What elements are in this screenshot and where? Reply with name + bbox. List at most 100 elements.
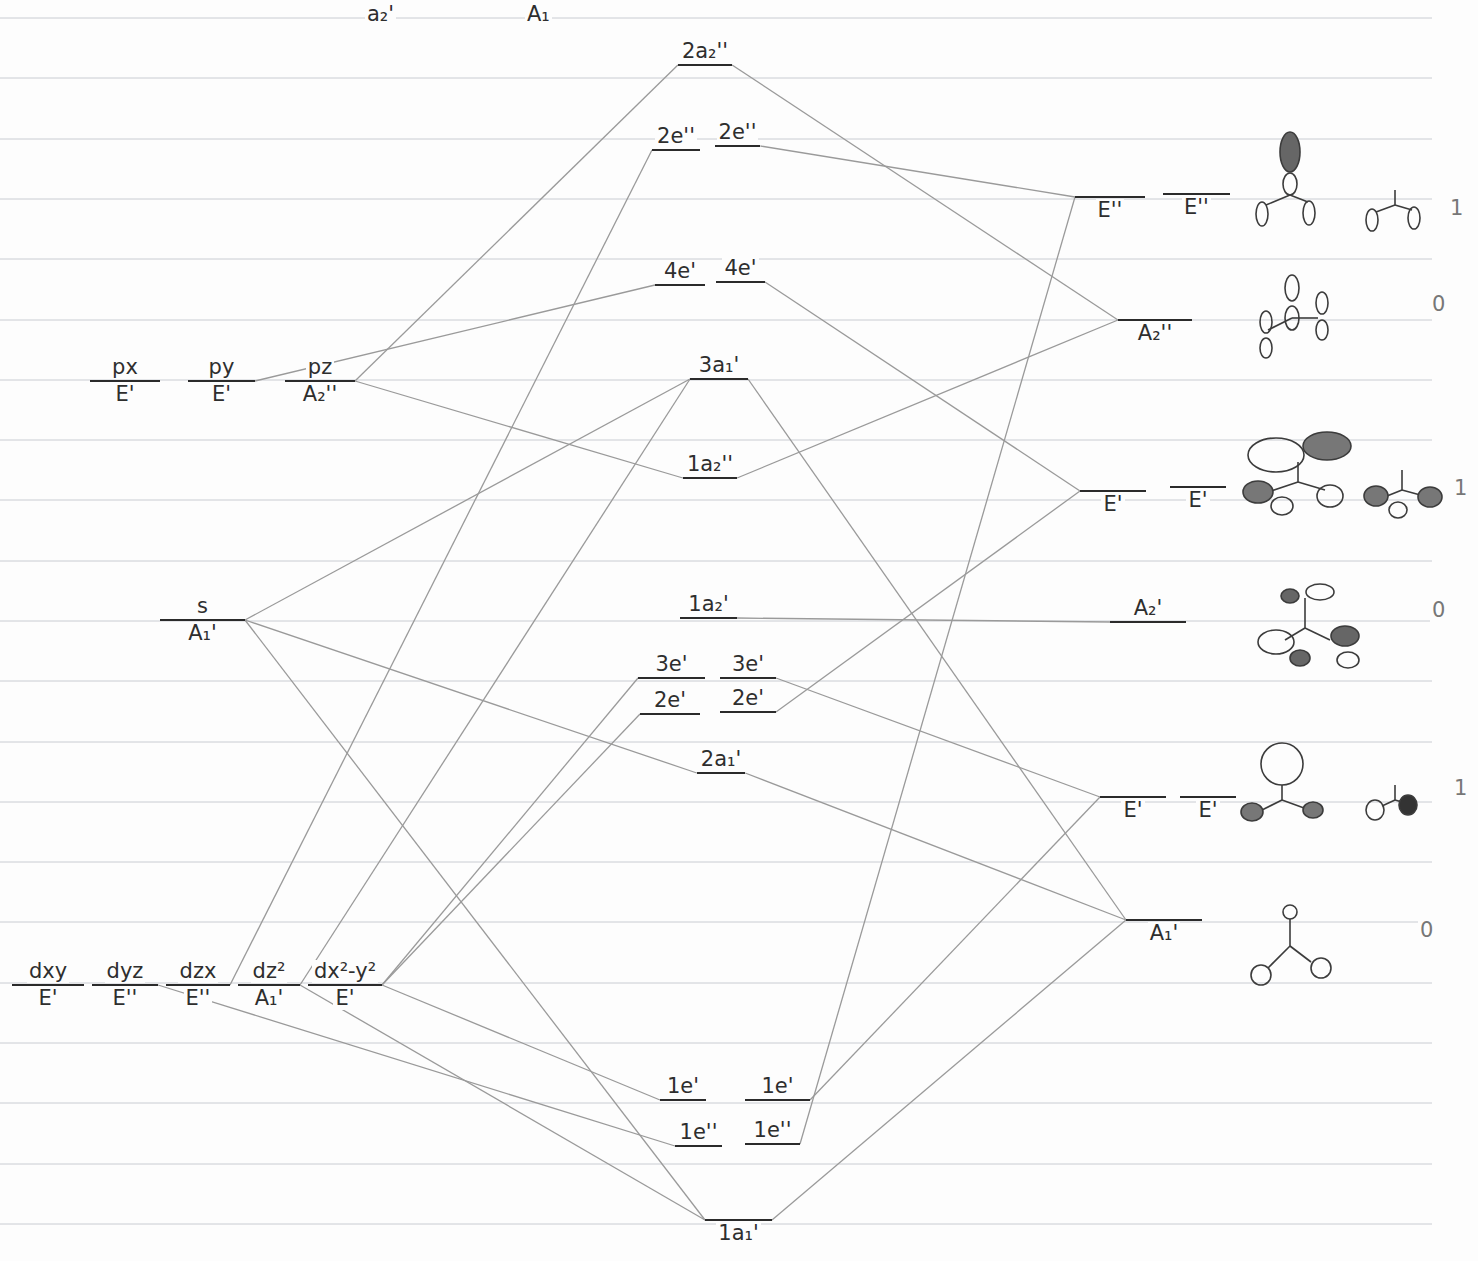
- level-line: [720, 677, 776, 679]
- correlation-line: [737, 320, 1118, 478]
- level-label: 1e': [665, 1075, 701, 1098]
- side-number: 0: [1418, 919, 1435, 942]
- level-label: A₁': [253, 987, 286, 1010]
- energy-level: 1a₂'': [683, 452, 737, 479]
- level-line: [308, 984, 382, 986]
- header-label: a₂': [365, 3, 396, 26]
- level-label: 1a₁': [716, 1222, 760, 1245]
- level-label: 1a₂'': [685, 453, 735, 476]
- level-line: [745, 1143, 800, 1145]
- level-line: [1075, 196, 1145, 198]
- energy-level: dzxE'': [166, 959, 230, 1011]
- correlation-line: [765, 282, 1080, 491]
- level-label: A₂': [1132, 597, 1165, 620]
- level-line: [1080, 490, 1146, 492]
- level-label: A₂'': [301, 383, 339, 406]
- level-label: py: [207, 356, 237, 379]
- correlation-line: [800, 197, 1075, 1144]
- correlation-line: [745, 773, 1126, 920]
- level-label: E'': [1096, 199, 1125, 222]
- level-label: E'': [1182, 196, 1211, 219]
- level-label: A₁': [186, 622, 219, 645]
- energy-level: 1a₁': [705, 1219, 772, 1246]
- energy-level: 1e': [745, 1074, 810, 1101]
- side-number: 1: [1452, 777, 1469, 800]
- energy-level: E': [1170, 486, 1226, 513]
- energy-level: dxyE': [12, 959, 84, 1011]
- level-label: E': [210, 383, 233, 406]
- correlation-line: [737, 618, 1110, 622]
- energy-level: 2e': [640, 688, 700, 715]
- level-label: 2a₁': [699, 748, 743, 771]
- level-line: [655, 284, 705, 286]
- level-label: E': [1196, 799, 1219, 822]
- level-label: px: [110, 356, 140, 379]
- level-line: [683, 477, 737, 479]
- correlation-line: [355, 381, 683, 478]
- level-label: 1e'': [678, 1121, 720, 1144]
- correlation-line: [748, 379, 1126, 920]
- correlation-line: [382, 678, 638, 985]
- energy-level: dx²-y²E': [308, 959, 382, 1011]
- level-line: [238, 984, 300, 986]
- energy-level: dz² A₁': [238, 959, 300, 1011]
- level-label: dxy: [27, 960, 69, 983]
- level-label: E': [1101, 493, 1124, 516]
- level-line: [678, 64, 732, 66]
- level-label: dx²-y²: [312, 960, 378, 983]
- level-label: A₁': [1148, 922, 1181, 945]
- level-line: [12, 984, 84, 986]
- correlation-line: [300, 379, 690, 985]
- level-label: E': [36, 987, 59, 1010]
- level-label: 3a₁': [697, 354, 741, 377]
- energy-level: 4e': [716, 256, 765, 283]
- correlation-line: [245, 379, 690, 620]
- level-line: [745, 1099, 810, 1101]
- level-line: [166, 984, 230, 986]
- energy-level: 1a₂': [680, 592, 737, 619]
- level-line: [680, 617, 737, 619]
- energy-level: 2e'': [652, 124, 700, 151]
- level-label: 4e': [722, 257, 758, 280]
- side-number: 0: [1430, 599, 1447, 622]
- level-label: 2e'': [717, 121, 759, 144]
- energy-level: 4e': [655, 259, 705, 286]
- correlation-line: [158, 985, 675, 1146]
- energy-level: 2e'': [715, 120, 761, 147]
- level-label: E'': [184, 987, 213, 1010]
- level-label: 2e'': [655, 125, 697, 148]
- correlation-line: [776, 491, 1080, 712]
- level-line: [1163, 193, 1230, 195]
- energy-level: E': [1180, 796, 1236, 823]
- level-label: 1e'': [752, 1119, 794, 1142]
- level-line: [1118, 319, 1192, 321]
- energy-level: E'': [1075, 196, 1145, 223]
- level-line: [188, 380, 255, 382]
- energy-level: 1e': [660, 1074, 706, 1101]
- level-label: 4e': [662, 260, 698, 283]
- level-line: [652, 149, 700, 151]
- level-line: [705, 1219, 772, 1221]
- level-line: [1180, 796, 1236, 798]
- level-line: [1110, 621, 1186, 623]
- level-label: 1e': [759, 1075, 795, 1098]
- level-label: s: [195, 595, 210, 618]
- level-line: [716, 281, 765, 283]
- header-label: A₁: [525, 3, 552, 26]
- energy-level: E'': [1163, 193, 1230, 220]
- correlation-line: [772, 920, 1126, 1220]
- energy-level: pyE': [188, 355, 255, 407]
- level-line: [640, 713, 700, 715]
- energy-level: A₂': [1110, 596, 1186, 623]
- level-label: pz: [306, 356, 334, 379]
- level-label: dz²: [251, 960, 288, 983]
- correlation-line: [776, 678, 1100, 797]
- level-label: A₂'': [1136, 322, 1174, 345]
- correlation-line: [355, 65, 678, 381]
- energy-level: pzA₂'': [285, 355, 355, 407]
- energy-level: 3a₁': [690, 353, 748, 380]
- side-number: 0: [1430, 293, 1447, 316]
- energy-level: 1e'': [745, 1118, 800, 1145]
- energy-level: 3e': [638, 652, 705, 679]
